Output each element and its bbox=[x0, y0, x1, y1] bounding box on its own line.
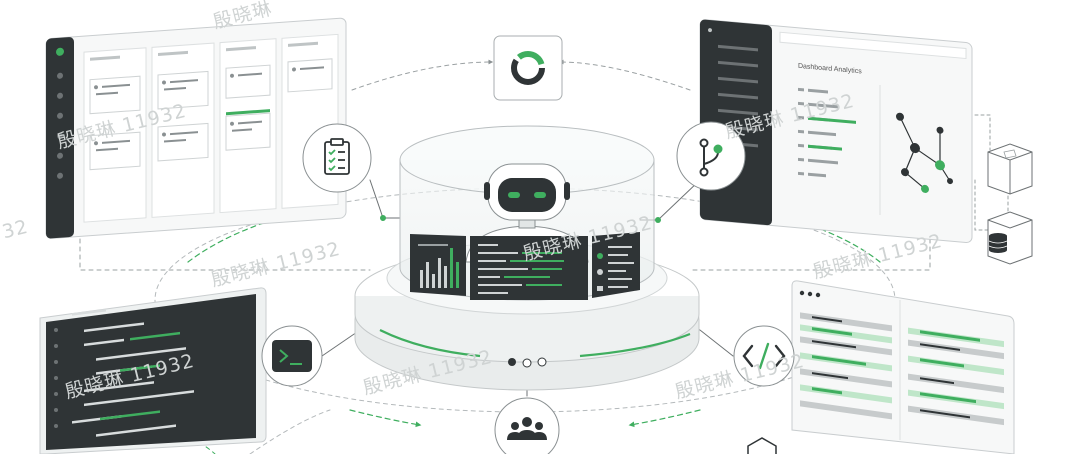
hub-indicator-dots bbox=[508, 357, 547, 368]
terminal-node bbox=[261, 325, 323, 387]
terminal-icon bbox=[272, 340, 312, 372]
users-group-icon bbox=[507, 417, 547, 440]
clipboard-checklist-icon bbox=[324, 138, 350, 175]
database-icon bbox=[988, 233, 1008, 253]
code-diff-panel bbox=[791, 280, 1015, 454]
git-branch-icon bbox=[699, 138, 723, 177]
cube-icon bbox=[987, 143, 1033, 195]
donut-chart-node bbox=[493, 35, 563, 101]
database-box bbox=[987, 211, 1033, 265]
shield-icon bbox=[747, 437, 777, 454]
code-node bbox=[733, 325, 795, 387]
code-editor-panel bbox=[39, 287, 267, 454]
central-hub bbox=[354, 125, 700, 391]
hub-screens bbox=[410, 232, 640, 300]
users-group-node bbox=[494, 397, 560, 454]
dashboard-panel: Dashboard Analytics bbox=[699, 19, 973, 244]
kanban-board-panel bbox=[45, 17, 347, 239]
donut-chart-icon bbox=[511, 51, 545, 85]
clipboard-node bbox=[302, 123, 372, 193]
code-brackets-icon bbox=[742, 342, 786, 370]
git-branch-node bbox=[676, 121, 746, 191]
